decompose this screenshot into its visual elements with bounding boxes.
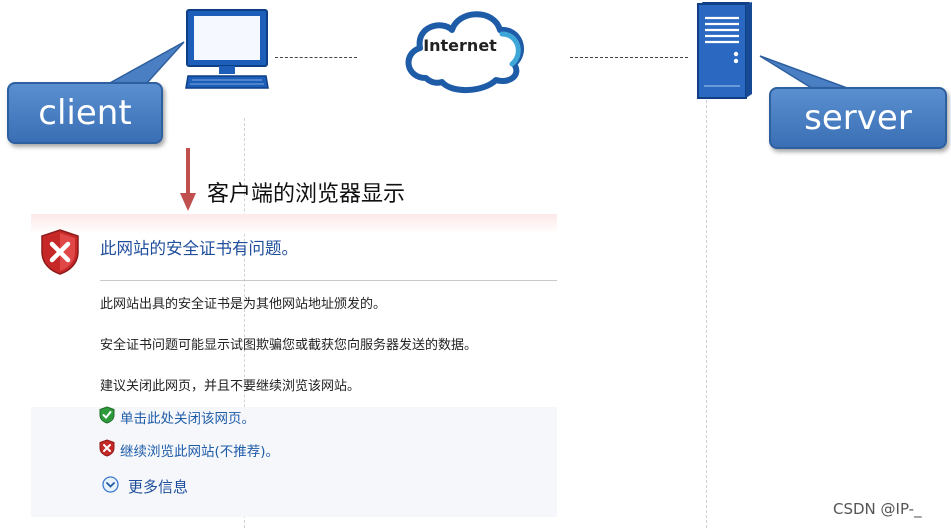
internet-server-connector [570,57,688,58]
server-lifeline [706,100,707,528]
server-label-text: server [804,98,912,138]
desktop-computer-icon [185,9,269,89]
cloud-icon [405,11,524,94]
browser-caption: 客户端的浏览器显示 [207,182,406,207]
flow-arrow-shaft [186,148,190,196]
red-shield-x-icon [41,229,79,275]
green-shield-check-icon [99,406,115,424]
close-page-link[interactable]: 单击此处关闭该网页。 [120,411,255,427]
client-lifeline [244,118,245,528]
title-divider [100,280,557,281]
internet-label: Internet [423,36,497,55]
warning-line-2: 安全证书问题可能显示试图欺骗您或截获您向服务器发送的数据。 [100,338,478,353]
warning-actions-area [31,407,557,517]
client-label: client [7,82,163,144]
expand-chevron-icon[interactable] [102,476,119,493]
more-info-link[interactable]: 更多信息 [128,478,189,496]
client-internet-connector [275,57,357,58]
watermark: CSDN @IP-_ [833,500,922,518]
client-label-text: client [38,93,132,133]
warning-title: 此网站的安全证书有问题。 [100,239,298,258]
warning-panel-band [31,214,557,234]
red-shield-x-icon [99,439,115,457]
continue-site-link[interactable]: 继续浏览此网站(不推荐)。 [120,444,280,460]
warning-line-3: 建议关闭此网页，并且不要继续浏览该网站。 [100,379,361,394]
down-arrow-icon [180,193,196,211]
warning-line-1: 此网站出具的安全证书是为其他网站地址颁发的。 [100,297,387,312]
server-label: server [769,87,947,149]
server-tower-icon [697,2,752,99]
